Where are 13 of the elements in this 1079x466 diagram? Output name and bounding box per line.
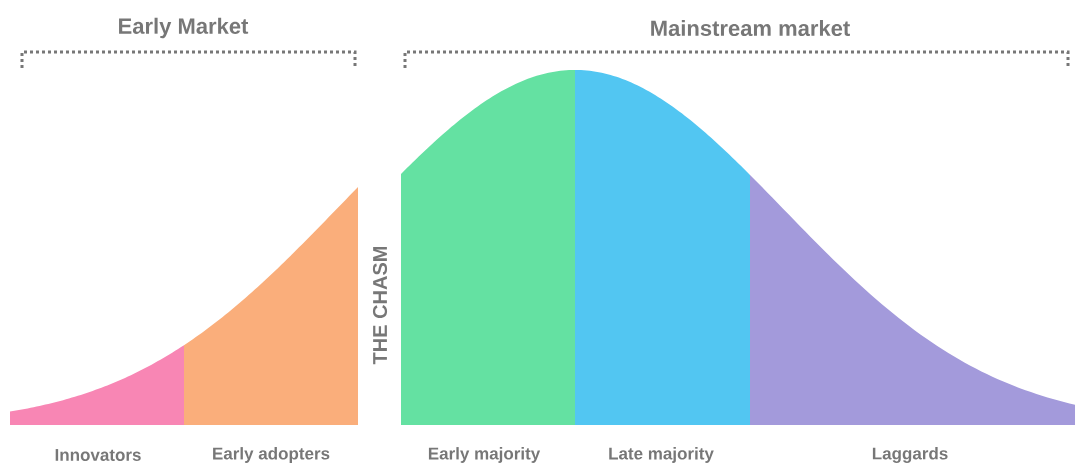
- curve-segment: Laggards: [750, 174, 1075, 463]
- curve-segment: Late majority: [575, 69, 750, 463]
- node-label: Early majority: [428, 447, 541, 463]
- curve-segment: Innovators: [10, 345, 184, 461]
- curve-segment: Early majority: [401, 69, 575, 463]
- heading: Early Market: [119, 17, 249, 39]
- node-label: Innovators: [55, 449, 141, 461]
- node-label: Late majority: [609, 447, 714, 463]
- chasm-label: THE CHASM: [372, 246, 388, 365]
- curve-segment: Early adopters: [184, 187, 358, 463]
- heading: Mainstream market: [651, 19, 850, 37]
- node-label: Laggards: [872, 447, 948, 463]
- node-label: Early adopters: [213, 447, 330, 463]
